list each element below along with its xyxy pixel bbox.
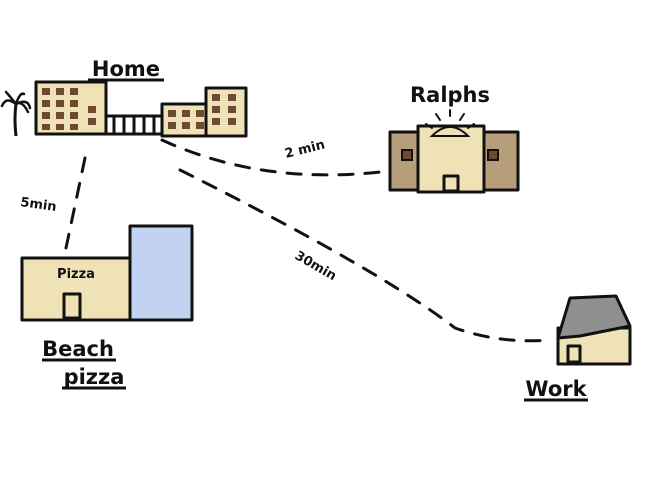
ralphs-window-left <box>401 149 413 161</box>
work-label: Work <box>525 377 587 401</box>
ocean-water <box>128 224 194 322</box>
time-home-to-work: 30min <box>292 248 339 284</box>
work-house-roof <box>556 294 632 340</box>
sun-logo-icon <box>429 126 471 137</box>
work-building[interactable] <box>556 294 632 366</box>
route-home-to-ralphs <box>160 138 382 177</box>
palm-tree-icon <box>0 90 32 137</box>
pizza-shop-door <box>62 292 82 320</box>
ralphs-door <box>442 174 460 193</box>
route-home-to-beach <box>64 156 87 250</box>
ralphs-building[interactable] <box>388 109 520 194</box>
time-home-to-beach: 5min <box>19 195 57 215</box>
home-label: Home <box>92 57 160 81</box>
route-home-to-work <box>178 168 552 343</box>
pizza-shop <box>20 256 132 322</box>
home-right-low-block <box>160 102 210 138</box>
home-building[interactable] <box>34 80 248 138</box>
work-house-door <box>566 344 582 364</box>
beach-pizza-building[interactable]: Pizza <box>20 224 194 322</box>
pizza-sign: Pizza <box>57 267 95 282</box>
ralphs-label: Ralphs <box>410 83 490 107</box>
beach-label-line2: pizza <box>64 365 125 389</box>
home-windows <box>42 88 236 130</box>
beach-label: Beach <box>42 337 114 361</box>
ralphs-window-right <box>487 149 499 161</box>
time-home-to-ralphs: 2 min <box>283 137 326 161</box>
home-bridge <box>106 114 162 136</box>
